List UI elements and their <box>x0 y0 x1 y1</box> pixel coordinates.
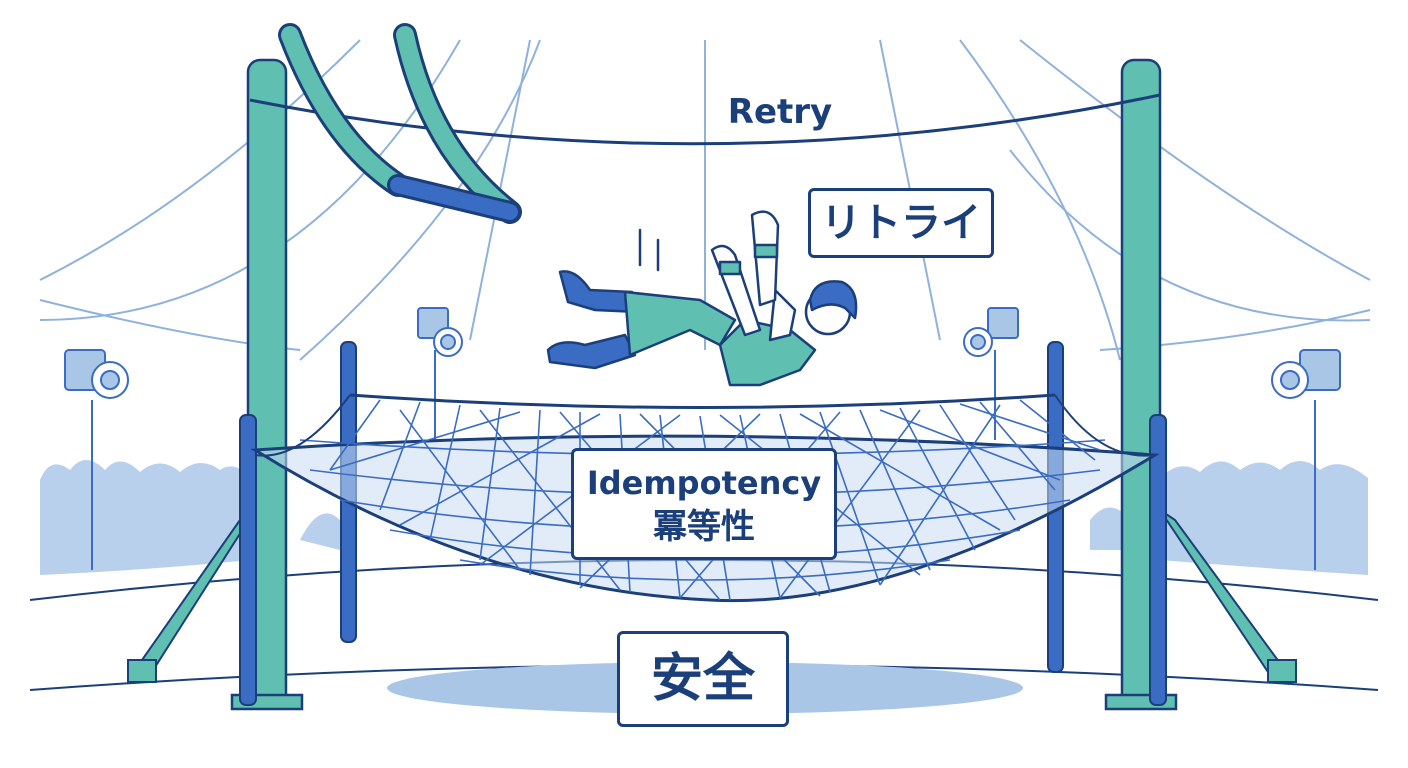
net-struts <box>127 509 1297 683</box>
trapeze-icon <box>278 23 522 224</box>
tightrope <box>249 93 1161 146</box>
safety-label: 安全 <box>617 631 789 727</box>
idempotency-ja-text: 冪等性 <box>653 507 755 547</box>
spotlight-icon <box>64 349 129 570</box>
falling-acrobat-icon <box>546 210 858 387</box>
spotlight-icon <box>963 307 1019 440</box>
retry-label: Retry <box>727 92 833 132</box>
spotlight-icon <box>417 307 463 440</box>
retry-ja-text: リトライ <box>821 200 981 246</box>
spotlight-icon <box>1271 349 1341 570</box>
retry-ja-label: リトライ <box>808 188 994 258</box>
idempotency-en-text: Idempotency <box>586 464 822 502</box>
idempotency-label: Idempotency 冪等性 <box>571 448 837 560</box>
safety-text: 安全 <box>650 649 755 709</box>
